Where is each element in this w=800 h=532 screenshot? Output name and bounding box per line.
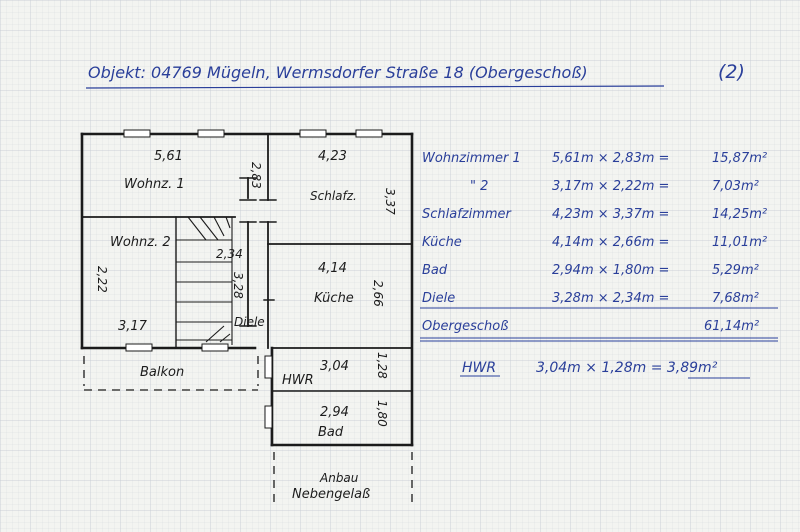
row-1-result: 15,87m² (712, 151, 767, 166)
bad-depth: 1,80 (375, 400, 389, 427)
row-4-name: Küche (422, 235, 462, 250)
area-table: Wohnzimmer 1 5,61m × 2,83m = 15,87m² " 2… (420, 151, 778, 379)
row-6-result: 7,68m² (712, 291, 759, 306)
row-6-name: Diele (422, 291, 455, 306)
row-5-calc: 2,94m × 1,80m = (552, 263, 669, 278)
row-5-result: 5,29m² (712, 263, 759, 278)
schlafz-depth: 3,37 (383, 188, 397, 215)
dashed-outlines (83, 356, 413, 508)
schlafz-width: 4,23 (318, 149, 347, 164)
hwr-depth: 1,28 (375, 352, 389, 379)
hwr-label: HWR (282, 373, 314, 388)
header-underline (85, 85, 665, 89)
row-1-name: Wohnzimmer 1 (422, 151, 521, 166)
sheet-number: (2) (718, 61, 745, 83)
wohnz2-label: Wohnz. 2 (110, 235, 171, 250)
hwr-calc-label: HWR (462, 360, 496, 376)
nebengelass-label: Nebengelaß (292, 487, 370, 502)
row-2-name: " 2 (470, 179, 488, 194)
wohnz2-depth: 2,22 (95, 266, 109, 293)
diele-d1: 2,34 (216, 247, 243, 261)
row-3-calc: 4,23m × 3,37m = (552, 207, 669, 222)
row-4-calc: 4,14m × 2,66m = (552, 235, 669, 250)
wohnz1-label: Wohnz. 1 (124, 177, 185, 192)
bad-label: Bad (318, 425, 344, 440)
row-3-result: 14,25m² (712, 207, 767, 222)
windows (123, 129, 383, 429)
total-double-underline (420, 337, 778, 342)
kueche-width: 4,14 (318, 261, 347, 276)
total-label: Obergeschoß (422, 319, 508, 334)
row-2-result: 7,03m² (712, 179, 759, 194)
hwr-width: 3,04 (320, 359, 349, 374)
total-value: 61,14m² (704, 319, 759, 334)
schlafz-label: Schlafz. (310, 189, 357, 203)
row-5-name: Bad (422, 263, 448, 278)
object-line: Objekt: 04769 Mügeln, Wermsdorfer Straße… (88, 63, 588, 82)
anbau-label: Anbau (319, 471, 359, 485)
row-4-result: 11,01m² (712, 235, 767, 250)
row-3-name: Schlafzimmer (422, 207, 513, 222)
staircase (176, 216, 233, 345)
floor-plan-walls (80, 132, 414, 447)
wohnz2-width: 3,17 (118, 319, 148, 334)
bad-width: 2,94 (320, 405, 349, 420)
room-labels: 5,61 Wohnz. 1 2,83 4,23 Schlafz. 3,37 Wo… (95, 149, 397, 502)
row-6-calc: 3,28m × 2,34m = (552, 291, 669, 306)
wohnz1-depth: 2,83 (249, 162, 263, 189)
row-2-calc: 3,17m × 2,22m = (552, 179, 669, 194)
kueche-depth: 2,66 (371, 280, 385, 307)
row-1-calc: 5,61m × 2,83m = (552, 151, 669, 166)
balkon-label: Balkon (140, 365, 184, 380)
hwr-calc: 3,04m × 1,28m = 3,89m² (536, 360, 718, 376)
diele-d2: 3,28 (231, 272, 245, 299)
wohnz1-width: 5,61 (154, 149, 183, 164)
diele-label: Diele (234, 315, 265, 329)
kueche-label: Küche (314, 291, 354, 306)
